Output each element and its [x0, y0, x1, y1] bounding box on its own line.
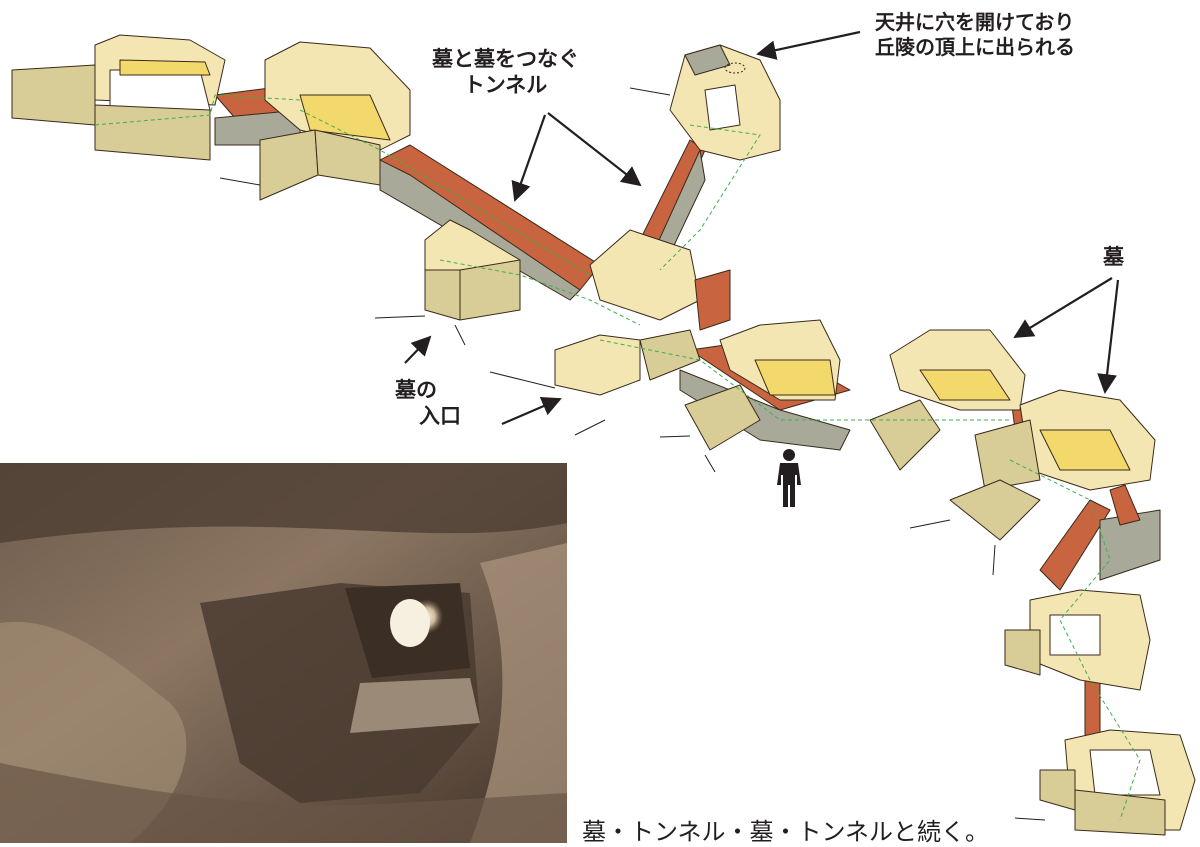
arrow-tunnel-left: [511, 114, 547, 202]
tomb-1-front: [94, 104, 211, 161]
tomb-6-yellow: [754, 359, 836, 396]
tomb-8-yellow: [1039, 429, 1131, 471]
label-tunnel-connect: 墓と墓をつなぐ トンネル: [432, 46, 579, 99]
ground-line-8: [909, 519, 951, 529]
arrow-tunnel-right: [547, 112, 642, 187]
tunnel-interior-photo: [0, 463, 567, 843]
tomb-2-front: [259, 129, 319, 201]
floor-outline-2: [299, 109, 591, 276]
label-tomb-text: 墓: [1103, 245, 1124, 269]
ground-line-6: [659, 435, 691, 438]
label-tomb-entrance: 墓の 入口: [395, 377, 461, 430]
tomb-9-opening: [1049, 614, 1101, 656]
ground-line-1: [219, 177, 261, 186]
arrow-tomb-left: [1013, 277, 1113, 339]
ground-line-4: [489, 371, 556, 389]
photo-caption: 墓・トンネル・墓・トンネルと続く。: [582, 818, 990, 846]
tomb-3-side: [459, 259, 521, 321]
tomb-1-wall-left: [11, 64, 96, 126]
ground-line-2: [374, 315, 426, 319]
label-ceiling-hole: 天井に穴を開けており 丘陵の頂上に出られる: [875, 10, 1075, 60]
tomb-4-tunnel-stub: [694, 269, 731, 331]
tomb-6-front: [684, 384, 761, 451]
tomb-5-opening: [704, 84, 741, 131]
tomb-5-gray-top: [684, 44, 731, 76]
tomb-4-roof: [589, 229, 701, 321]
label-tunnel-connect-line-1: 墓と墓をつなぐ: [432, 47, 579, 71]
tomb-1-yellow: [119, 59, 211, 76]
floor-outline-6: [1009, 459, 1141, 821]
floor-outline-4: [599, 339, 1010, 421]
ground-line-9: [992, 544, 996, 576]
ground-line-10: [629, 87, 671, 96]
label-tomb-entrance-line-1: 墓の: [395, 378, 437, 402]
tomb-10-side: [1074, 789, 1166, 836]
tomb-2-side: [314, 129, 381, 186]
label-ceiling-hole-line-1: 天井に穴を開けており: [875, 10, 1075, 34]
arrow-entrance-upper: [404, 335, 432, 364]
tomb-3-front: [424, 269, 461, 321]
label-ceiling-hole-line-2: 丘陵の頂上に出られる: [875, 35, 1075, 59]
floor-outline-3: [439, 259, 641, 326]
tunnel-right-2-side: [1099, 509, 1161, 581]
tomb-9-front: [1004, 629, 1041, 676]
arrow-tomb-right: [1097, 279, 1120, 394]
tomb-4-front: [554, 334, 641, 396]
person-silhouette-icon: [777, 449, 801, 507]
arrow-entrance-lower: [501, 396, 562, 426]
tomb-7-front: [869, 399, 941, 471]
floor-outline-1: [94, 94, 301, 126]
ground-line-7: [704, 454, 716, 473]
tomb-10-front: [1039, 769, 1076, 811]
label-tomb-entrance-line-2: 入口: [419, 404, 461, 429]
tunnel-right-1-side: [679, 369, 851, 451]
tomb-7-yellow: [919, 369, 1011, 401]
tomb-4-side: [639, 329, 701, 381]
tunnel-right-5: [1109, 484, 1141, 526]
tomb-5-ceiling-hole: [724, 62, 746, 74]
tomb-8-front: [974, 419, 1041, 491]
label-tunnel-connect-line-2: トンネル: [463, 73, 548, 98]
tomb-8-lower: [949, 479, 1041, 541]
tunnel-right-2: [1039, 499, 1111, 591]
tomb-10-opening: [1089, 749, 1161, 796]
ground-line-5: [574, 419, 606, 436]
ground-line-11: [1014, 817, 1046, 821]
floor-outline-5: [659, 124, 761, 271]
arrow-ceiling-hole: [756, 30, 861, 60]
label-tomb: 墓: [1103, 244, 1124, 270]
tomb-1-floor: [109, 69, 211, 111]
ground-line-3: [454, 324, 466, 346]
tomb-2-yellow: [299, 94, 391, 141]
